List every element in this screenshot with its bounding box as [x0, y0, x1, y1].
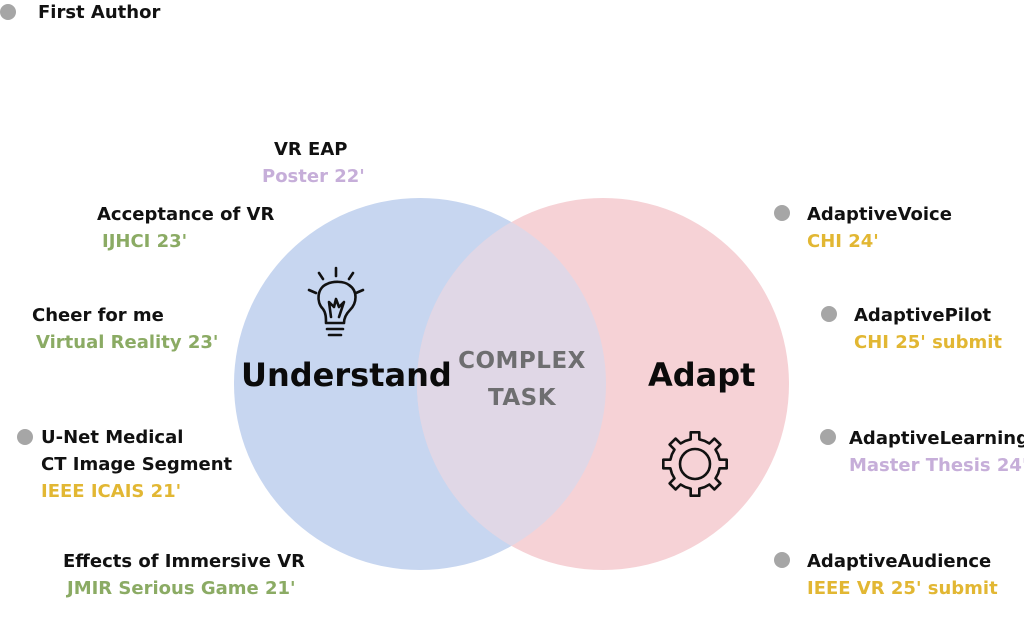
understand-label: Understand — [241, 356, 452, 394]
right-item-title-3: AdaptiveAudience — [807, 551, 992, 572]
lightbulb-icon — [307, 266, 365, 337]
center-label: COMPLEX TASK — [440, 343, 604, 417]
left-item-title-3a: U-Net Medical — [41, 427, 184, 448]
right-item-venue-0: CHI 24' — [807, 231, 879, 252]
left-item-title-2: Cheer for me — [32, 305, 164, 326]
first-author-dot — [17, 429, 33, 445]
left-item-venue-0: Poster 22' — [262, 166, 365, 187]
left-item-venue-1: IJHCI 23' — [102, 231, 188, 252]
left-item-title-4: Effects of Immersive VR — [63, 551, 305, 572]
first-author-dot — [821, 306, 837, 322]
right-item-venue-2: Master Thesis 24' — [849, 455, 1024, 476]
left-item-venue-4: JMIR Serious Game 21' — [67, 578, 296, 599]
center-label-line1: COMPLEX — [458, 348, 586, 374]
legend-label: First Author — [38, 2, 161, 23]
first-author-dot — [820, 429, 836, 445]
right-item-title-0: AdaptiveVoice — [807, 204, 952, 225]
right-item-venue-1: CHI 25' submit — [854, 332, 1003, 353]
left-item-venue-2: Virtual Reality 23' — [36, 332, 219, 353]
first-author-dot — [774, 205, 790, 221]
gear-icon — [662, 431, 728, 497]
adapt-label: Adapt — [648, 356, 756, 394]
left-item-title-1: Acceptance of VR — [97, 204, 275, 225]
left-item-title-3b: CT Image Segment — [41, 454, 233, 475]
right-item-title-1: AdaptivePilot — [854, 305, 992, 326]
left-item-venue-3: IEEE ICAIS 21' — [41, 481, 182, 502]
first-author-dot — [0, 4, 16, 20]
left-item-title-0: VR EAP — [274, 139, 348, 160]
first-author-dot — [774, 552, 790, 568]
right-item-title-2: AdaptiveLearning — [849, 428, 1024, 449]
overlap-region — [417, 198, 606, 570]
center-label-line2: TASK — [487, 385, 557, 411]
right-item-venue-3: IEEE VR 25' submit — [807, 578, 998, 599]
